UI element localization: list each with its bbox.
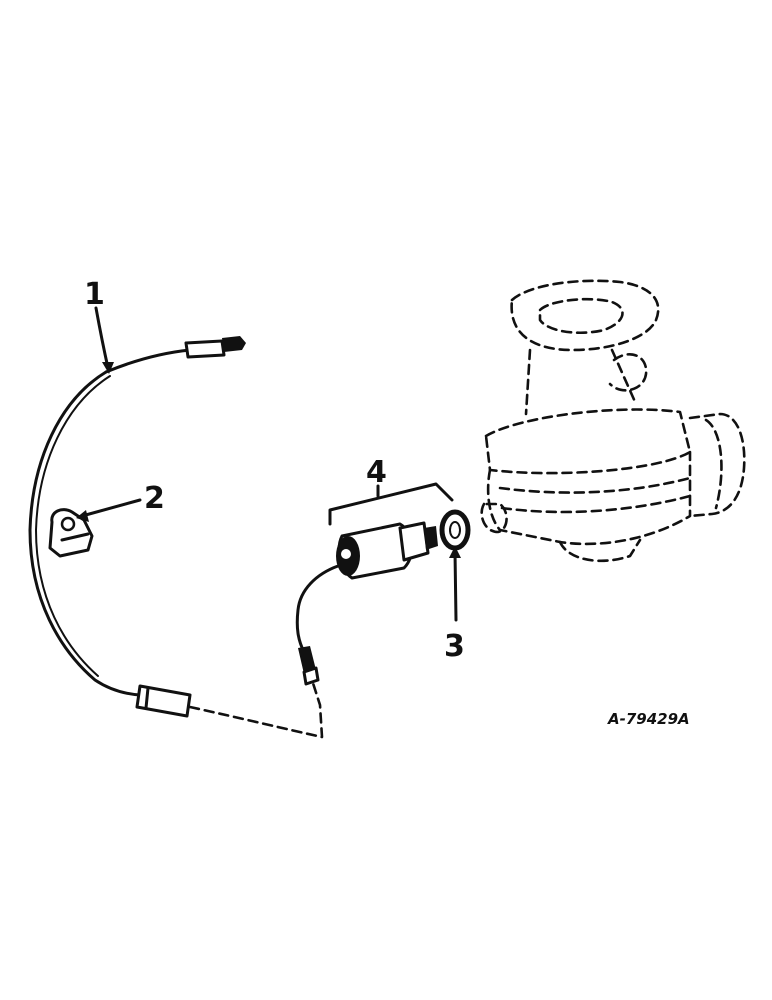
clip-body xyxy=(48,508,94,558)
housing-outlet-rim xyxy=(704,418,723,510)
cable-assembly xyxy=(28,336,324,739)
housing-port xyxy=(480,502,508,534)
cable-top-terminal xyxy=(222,336,246,352)
leader-3-arrowhead xyxy=(449,546,461,558)
leader-1 xyxy=(94,306,110,370)
housing-top-flange xyxy=(510,279,660,352)
clip xyxy=(48,508,94,558)
reference-code: A-79429A xyxy=(607,710,690,728)
sender-assembly xyxy=(295,521,438,686)
cable-top-sleeve xyxy=(184,339,226,359)
cable-bottom-connector xyxy=(135,684,192,718)
clip-fold xyxy=(60,532,90,542)
phantom-housing xyxy=(480,279,746,563)
housing-neck-left xyxy=(524,348,532,416)
callout-4: 4 xyxy=(366,455,387,490)
housing-body-band-2 xyxy=(500,494,692,514)
clip-hole xyxy=(60,516,76,532)
housing-outlet xyxy=(688,412,746,518)
sender-terminal xyxy=(341,549,351,559)
cable-wire xyxy=(28,370,142,697)
leader-2 xyxy=(80,498,142,518)
bracket-4 xyxy=(328,482,454,526)
sender-lead-terminal xyxy=(298,646,316,674)
cable-dashed-route xyxy=(188,678,324,739)
housing-body-sides xyxy=(486,450,692,546)
sender-hex xyxy=(398,521,430,562)
leader-lines xyxy=(76,306,461,622)
leader-1-arrowhead xyxy=(102,362,114,374)
housing-body-band-1 xyxy=(498,476,692,494)
callout-3: 3 xyxy=(444,629,465,664)
cable-top-segment xyxy=(104,348,192,374)
washer-hole xyxy=(449,521,461,539)
housing-flange-opening xyxy=(538,297,624,335)
sender-thread xyxy=(424,526,438,550)
housing-body-top xyxy=(484,408,692,475)
cable-connector-ridge xyxy=(144,686,150,710)
callout-2: 2 xyxy=(144,481,165,516)
leader-3 xyxy=(453,550,458,622)
housing-side-boss xyxy=(608,353,648,392)
leader-2-arrowhead xyxy=(76,510,89,522)
callout-1: 1 xyxy=(84,277,105,312)
cable-wire-inner xyxy=(35,375,111,677)
housing-lower-foot xyxy=(558,538,642,563)
sender-lead-wire xyxy=(295,564,340,654)
washer xyxy=(439,509,471,551)
sender-lead-tip xyxy=(302,666,320,686)
